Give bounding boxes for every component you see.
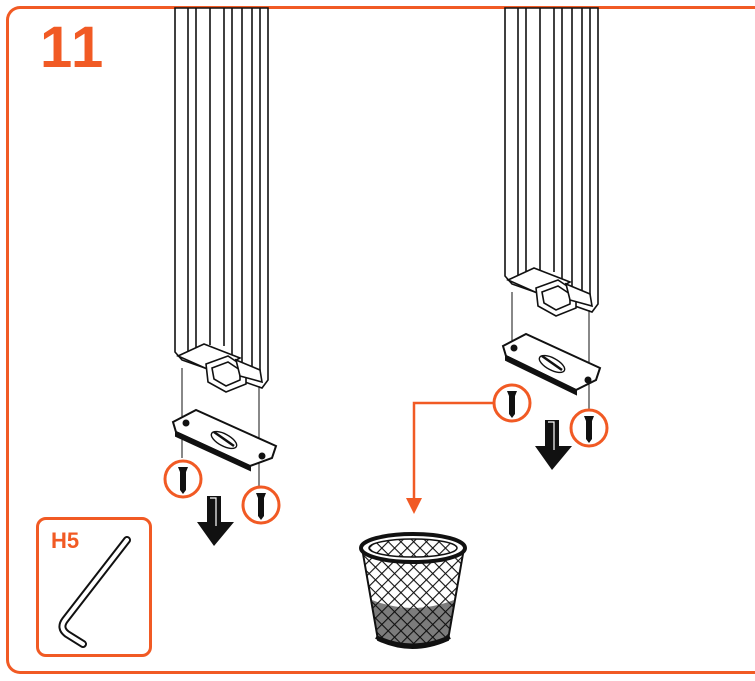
right-leg-profile xyxy=(504,7,599,317)
left-leg-profile xyxy=(174,7,269,393)
tool-label: H5 xyxy=(51,528,80,553)
tool-box: H5 xyxy=(36,517,152,657)
step-number: 11 xyxy=(40,15,106,80)
right-leg-guides xyxy=(511,292,590,410)
left-screw-2 xyxy=(241,485,281,525)
left-leg-guides xyxy=(181,368,260,487)
instruction-frame xyxy=(6,6,755,674)
trash-bin-icon xyxy=(359,532,467,649)
left-screw-1 xyxy=(163,459,203,499)
right-screw-2 xyxy=(569,408,609,448)
right-down-arrow-icon xyxy=(535,420,572,470)
hex-key-icon xyxy=(58,536,131,648)
right-foot-plate xyxy=(501,332,602,396)
right-screw-1 xyxy=(492,383,532,423)
left-foot-plate xyxy=(171,408,278,472)
left-down-arrow-icon xyxy=(197,496,234,546)
discard-arrow xyxy=(406,401,494,514)
